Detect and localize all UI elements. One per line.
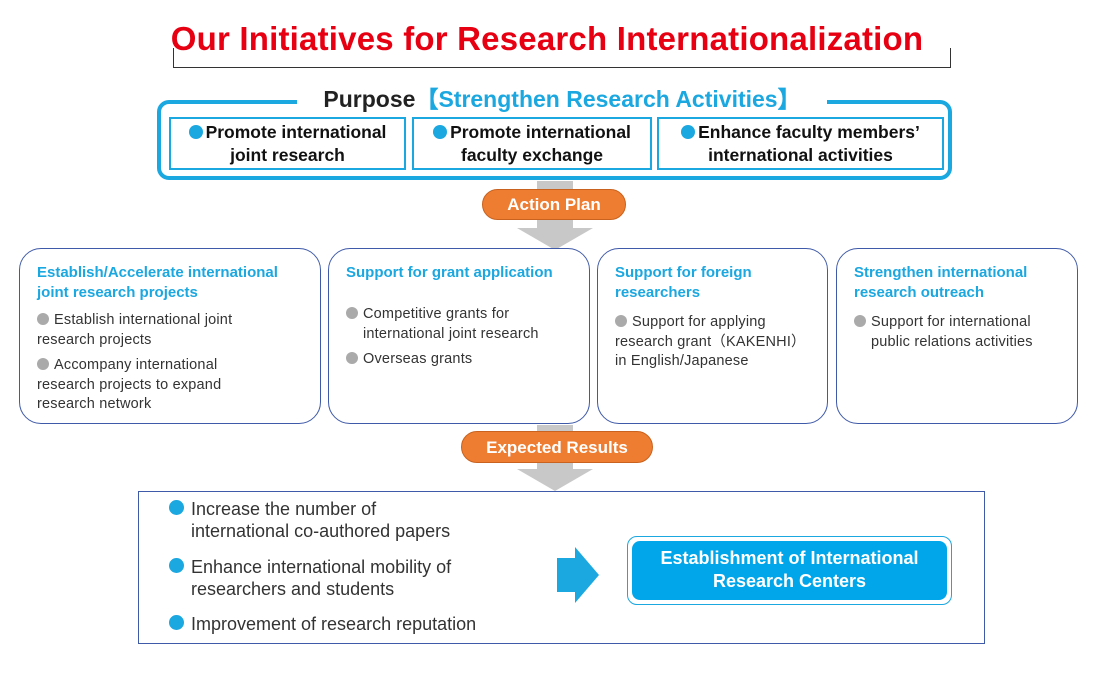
down-arrow-icon bbox=[517, 228, 593, 250]
result-line: international co-authored papers bbox=[191, 521, 451, 541]
right-arrow-shaft bbox=[557, 558, 575, 592]
action-plan-pill: Action Plan bbox=[482, 189, 626, 220]
action-card-research-outreach: Strengthen international research outrea… bbox=[836, 248, 1078, 424]
goal-line: Promote international bbox=[205, 122, 387, 142]
card-title-line: Strengthen international bbox=[854, 264, 1028, 281]
goal-line: Promote international bbox=[450, 122, 631, 142]
outcome-line: Research Centers bbox=[712, 571, 867, 591]
card-item: Support for applying research grant（KAKE… bbox=[615, 313, 811, 372]
card-title-line: Support for grant application bbox=[346, 264, 553, 281]
card-item-line: public relations activities bbox=[871, 333, 1033, 350]
card-item-line: international joint research bbox=[363, 325, 539, 342]
action-card-grant-application: Support for grant application Competitiv… bbox=[328, 248, 590, 424]
purpose-bracket-open: 【 bbox=[415, 86, 439, 112]
result-line: Increase the number of bbox=[191, 499, 377, 519]
right-arrow-icon bbox=[575, 547, 599, 603]
card-title-line: joint research projects bbox=[37, 284, 198, 301]
card-title-line: research outreach bbox=[854, 284, 985, 301]
bullet-dot-icon bbox=[169, 615, 184, 630]
card-item: Accompany international research project… bbox=[37, 356, 304, 415]
card-item-line: Establish international joint bbox=[54, 312, 233, 328]
card-item-line: in English/Japanese bbox=[615, 353, 749, 369]
down-arrow-icon bbox=[517, 469, 593, 491]
card-item-line: research projects to expand bbox=[37, 376, 222, 393]
card-title-line: researchers bbox=[615, 284, 701, 301]
bullet-dot-icon bbox=[169, 500, 184, 515]
goal-joint-research: Promote international joint research bbox=[169, 117, 406, 170]
purpose-heading: Purpose【Strengthen Research Activities】 bbox=[297, 84, 827, 114]
result-line: Enhance international mobility of bbox=[191, 557, 452, 577]
bullet-dot-icon bbox=[854, 315, 866, 327]
result-line: Improvement of research reputation bbox=[191, 614, 477, 634]
card-item-line: Competitive grants for bbox=[363, 306, 510, 322]
purpose-label: Purpose bbox=[323, 86, 416, 112]
outcome-box: Establishment of International Research … bbox=[632, 541, 947, 600]
result-line: researchers and students bbox=[191, 579, 395, 599]
expected-results-pill: Expected Results bbox=[461, 431, 653, 463]
bullet-dot-icon bbox=[615, 315, 627, 327]
title-underline-bracket bbox=[173, 48, 951, 68]
action-card-foreign-researchers: Support for foreign researchers Support … bbox=[597, 248, 828, 424]
page-title: Our Initiatives for Research Internation… bbox=[170, 20, 924, 57]
purpose-focus: Strengthen Research Activities bbox=[438, 86, 778, 112]
outcome-line: Establishment of International bbox=[660, 548, 919, 568]
bullet-dot-icon bbox=[346, 307, 358, 319]
card-title: Strengthen international research outrea… bbox=[854, 263, 1061, 303]
goal-line: Enhance faculty members’ bbox=[698, 122, 920, 142]
card-title-line: Support for foreign bbox=[615, 264, 752, 281]
card-item-line: research grant（KAKENHI） bbox=[615, 333, 806, 350]
card-item: Overseas grants bbox=[346, 350, 573, 370]
goal-line: faculty exchange bbox=[461, 145, 603, 165]
card-item-line: Support for international bbox=[871, 314, 1031, 330]
card-item-line: Support for applying bbox=[632, 314, 766, 330]
card-title-line: Establish/Accelerate international bbox=[37, 264, 278, 281]
card-item: Support for international public relatio… bbox=[854, 313, 1061, 352]
bullet-dot-icon bbox=[433, 125, 448, 139]
card-item-line: research network bbox=[37, 396, 152, 412]
card-title: Support for grant application bbox=[346, 263, 573, 283]
bullet-dot-icon bbox=[346, 352, 358, 364]
bullet-dot-icon bbox=[681, 125, 696, 139]
card-title: Support for foreign researchers bbox=[615, 263, 811, 303]
bullet-dot-icon bbox=[188, 125, 203, 139]
card-item-line: Overseas grants bbox=[363, 351, 473, 367]
result-item: Improvement of research reputation bbox=[169, 613, 476, 635]
action-card-joint-projects: Establish/Accelerate international joint… bbox=[19, 248, 321, 424]
bullet-dot-icon bbox=[37, 313, 49, 325]
card-item-line: research projects bbox=[37, 331, 152, 348]
bullet-dot-icon bbox=[169, 558, 184, 573]
bullet-dot-icon bbox=[37, 358, 49, 370]
goal-line: international activities bbox=[708, 145, 893, 165]
purpose-bracket-close: 】 bbox=[777, 86, 801, 112]
card-title: Establish/Accelerate international joint… bbox=[37, 263, 304, 303]
goal-line: joint research bbox=[230, 145, 345, 165]
card-item: Establish international joint research p… bbox=[37, 311, 304, 350]
card-item-line: Accompany international bbox=[54, 357, 218, 373]
goal-faculty-exchange: Promote international faculty exchange bbox=[412, 117, 652, 170]
goal-international-activities: Enhance faculty members’ international a… bbox=[657, 117, 944, 170]
card-item: Competitive grants for international joi… bbox=[346, 305, 573, 344]
